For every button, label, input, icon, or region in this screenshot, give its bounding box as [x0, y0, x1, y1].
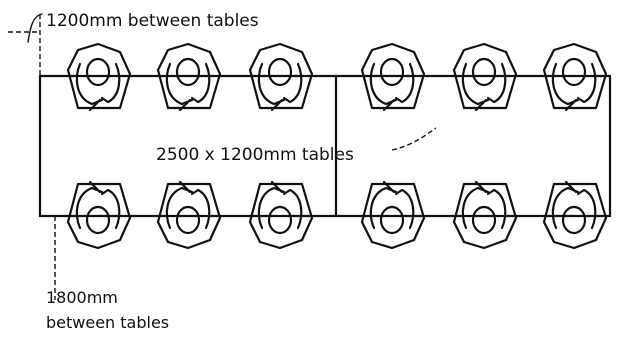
chair-outline [542, 182, 608, 250]
right-arm [486, 62, 507, 104]
left-arm [257, 62, 286, 106]
left-arm [75, 186, 104, 230]
left-arm [165, 186, 194, 230]
chair-outline [66, 42, 132, 110]
left-arm [165, 62, 194, 106]
right-arm [100, 188, 121, 230]
pen-mark [474, 180, 488, 194]
left-arm [461, 62, 490, 106]
seat-bottom-3 [248, 180, 314, 250]
chair-outline [452, 42, 518, 110]
chair-outline [360, 42, 426, 110]
head-circle [379, 205, 405, 235]
left-arm [551, 62, 580, 106]
left-arm [369, 62, 398, 106]
chair-outline [156, 182, 222, 250]
head-circle [85, 57, 111, 87]
left-arm [461, 186, 490, 230]
top-spacing-marker [8, 13, 43, 76]
seat-top-4 [360, 42, 426, 112]
top-spacing-label: 1200mm between tables [46, 11, 259, 31]
right-arm [576, 62, 597, 104]
seat-top-1 [66, 42, 132, 112]
right-arm [190, 188, 211, 230]
head-circle [175, 57, 201, 87]
table-size-label: 2500 x 1200mm tables [156, 145, 354, 165]
left-arm [257, 186, 286, 230]
seat-bottom-4 [360, 180, 426, 250]
bottom-spacing-label-line1: 1800mm [46, 288, 118, 307]
bottom-spacing-label-line2: between tables [46, 313, 169, 332]
right-arm [486, 188, 507, 230]
seats-group [66, 42, 608, 250]
right-arm [394, 188, 415, 230]
seat-bottom-6 [542, 180, 608, 250]
chair-outline [66, 182, 132, 250]
right-arm [394, 62, 415, 104]
head-circle [379, 57, 405, 87]
right-arm [282, 62, 303, 104]
head-circle [471, 57, 497, 87]
head-circle [267, 205, 293, 235]
right-arm [100, 62, 121, 104]
left-arm [551, 186, 580, 230]
seat-bottom-5 [452, 180, 518, 250]
right-arm [282, 188, 303, 230]
head-circle [471, 205, 497, 235]
seat-top-3 [248, 42, 314, 112]
right-arm [190, 62, 211, 104]
pen-mark [270, 98, 284, 112]
pen-mark [474, 98, 488, 112]
head-circle [175, 205, 201, 235]
pen-mark [88, 98, 102, 112]
head-circle [561, 205, 587, 235]
seat-bottom-2 [156, 180, 222, 250]
chair-outline [248, 42, 314, 110]
head-circle [267, 57, 293, 87]
left-arm [369, 186, 398, 230]
seat-top-5 [452, 42, 518, 112]
table-size-leader [391, 127, 437, 151]
pen-mark [178, 98, 192, 112]
left-arm [75, 62, 104, 106]
chair-outline [156, 42, 222, 110]
chair-outline [248, 182, 314, 250]
pen-mark [88, 180, 102, 194]
pen-mark [564, 98, 578, 112]
seat-top-2 [156, 42, 222, 112]
chair-outline [360, 182, 426, 250]
seat-bottom-1 [66, 180, 132, 250]
pen-mark [178, 180, 192, 194]
pen-mark [270, 180, 284, 194]
seat-top-6 [542, 42, 608, 112]
head-circle [561, 57, 587, 87]
pen-mark [382, 98, 396, 112]
head-circle [85, 205, 111, 235]
right-arm [576, 188, 597, 230]
chair-outline [542, 42, 608, 110]
pen-mark [382, 180, 396, 194]
table-left [38, 74, 338, 218]
pen-mark [564, 180, 578, 194]
chair-outline [452, 182, 518, 250]
